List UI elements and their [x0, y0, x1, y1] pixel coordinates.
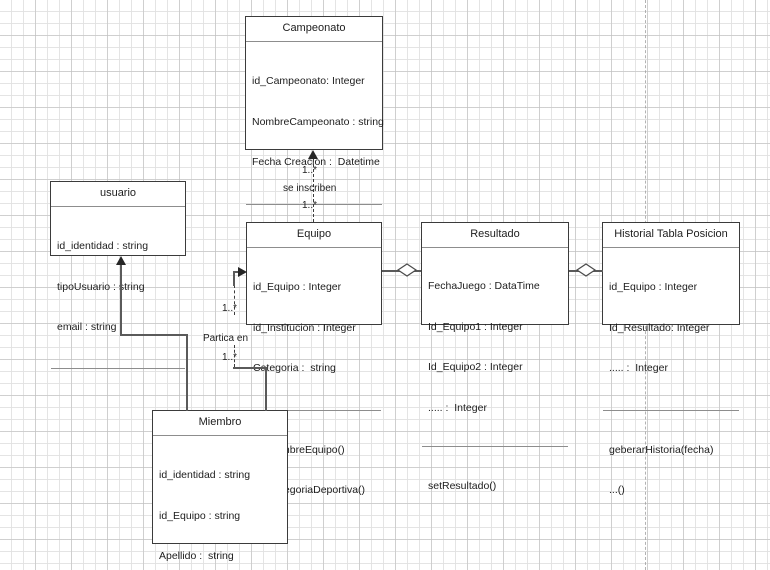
edge-label-se-inscriben: se inscriben	[283, 183, 337, 194]
edge-miembro-equipo-lower	[234, 345, 235, 367]
aggregation-diamond-icon-historial	[575, 263, 597, 277]
method-row: ...()	[609, 484, 625, 496]
class-attributes-usuario: id_identidad : string tipoUsuario : stri…	[51, 207, 185, 369]
class-attributes-resultado: FechaJuego : DataTime Id_Equipo1 : Integ…	[422, 248, 568, 447]
attribute-row: tipoUsuario : string	[57, 280, 145, 293]
class-attributes-historial: id_Equipo : Integer Id_Resultado: Intege…	[603, 248, 739, 411]
attribute-row: id_Campeonato: Integer	[252, 75, 365, 87]
attribute-row: id_Institucion : Integer	[253, 321, 356, 334]
class-box-miembro[interactable]: Miembro id_identidad : string id_Equipo …	[152, 410, 288, 562]
attribute-row: id_Equipo : Integer	[609, 281, 698, 293]
attribute-row: ..... : Integer	[609, 362, 668, 374]
attribute-row: NombreCampeonato : string	[252, 115, 384, 128]
class-methods-historial: geberarHistoria(fecha) ...()	[603, 411, 739, 532]
arrow-icon-to-usuario	[116, 256, 126, 265]
attribute-row: email : string	[57, 321, 117, 333]
edge-miembro-equipo-bottom-v	[265, 367, 267, 411]
class-box-campeonato[interactable]: Campeonato id_Campeonato: Integer Nombre…	[245, 16, 384, 290]
class-attributes-miembro: id_identidad : string id_Equipo : string…	[153, 436, 287, 570]
class-box-resultado[interactable]: Resultado FechaJuego : DataTime Id_Equip…	[421, 222, 569, 492]
edge-miembro-equipo-bottom-h	[233, 367, 266, 369]
attribute-row: id_identidad : string	[159, 469, 251, 481]
multiplicity-equipo-participa-end: 1..*	[222, 303, 238, 314]
attribute-row: Apellido : string	[159, 550, 234, 562]
edge-equipo-campeonato	[313, 159, 314, 222]
arrow-icon-to-equipo	[238, 267, 247, 277]
class-box-historial-tabla-posicion[interactable]: Historial Tabla Posicion id_Equipo : Int…	[602, 222, 740, 496]
attribute-row: FechaJuego : DataTime	[428, 280, 540, 292]
edge-miembro-equipo-upper	[234, 285, 235, 315]
attribute-row: id_Equipo : string	[159, 509, 241, 522]
attribute-row: id_identidad : string	[57, 240, 149, 252]
attribute-row: Id_Equipo1 : Integer	[428, 320, 523, 333]
aggregation-diamond-icon-resultado	[396, 263, 418, 277]
class-name-equipo: Equipo	[247, 223, 381, 248]
attribute-row: Categoria : string	[253, 362, 336, 374]
class-name-campeonato: Campeonato	[246, 17, 382, 42]
class-name-historial-tabla-posicion: Historial Tabla Posicion	[603, 223, 739, 248]
attribute-row: Id_Resultado: Integer	[609, 321, 710, 334]
attribute-row: Id_Equipo2 : Integer	[428, 361, 523, 373]
class-name-resultado: Resultado	[422, 223, 568, 248]
class-attributes-campeonato: id_Campeonato: Integer NombreCampeonato …	[246, 42, 384, 205]
edge-miembro-usuario-v1	[186, 334, 188, 411]
class-methods-usuario	[51, 369, 185, 378]
class-name-usuario: usuario	[51, 182, 185, 207]
class-attributes-equipo: id_Equipo : Integer id_Institucion : Int…	[247, 248, 381, 411]
class-name-miembro: Miembro	[153, 411, 287, 436]
class-box-equipo[interactable]: Equipo id_Equipo : Integer id_Institucio…	[246, 222, 382, 496]
class-methods-resultado: setResultado()	[422, 447, 568, 528]
edge-label-partica-en: Partica en	[203, 333, 249, 344]
multiplicity-equipo-end: 1..*	[302, 200, 318, 211]
edge-miembro-usuario-h	[120, 334, 188, 336]
edge-miembro-equipo-elbow-v	[233, 272, 235, 286]
attribute-row: ..... : Integer	[428, 401, 487, 414]
edge-miembro-usuario-v2	[120, 265, 122, 335]
attribute-row: id_Equipo : Integer	[253, 281, 342, 293]
arrow-icon-to-campeonato	[308, 150, 318, 159]
method-row: setResultado()	[428, 480, 497, 492]
multiplicity-campeonato-end: 1..*	[302, 165, 318, 176]
method-row: geberarHistoria(fecha)	[609, 443, 714, 456]
attribute-row: Fecha Creacion : Datetime	[252, 156, 380, 168]
multiplicity-miembro-participa-end: 1..*	[222, 352, 238, 363]
class-box-usuario[interactable]: usuario id_identidad : string tipoUsuari…	[50, 181, 186, 369]
